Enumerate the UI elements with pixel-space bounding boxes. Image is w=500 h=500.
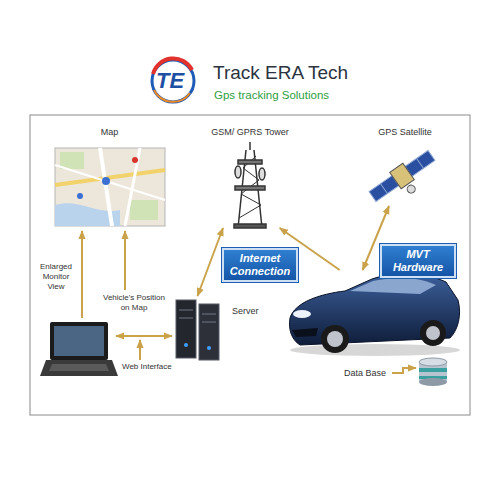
- map-marker: [77, 193, 83, 199]
- web-interface-arrow: [139, 340, 141, 360]
- map-marker: [102, 177, 110, 185]
- map-road: [55, 165, 165, 200]
- logo-letters: TE: [156, 68, 184, 94]
- server-slot: [179, 310, 193, 311]
- database-bottom: [419, 378, 447, 386]
- map-road: [100, 148, 112, 226]
- server-image: [176, 300, 219, 360]
- map-node: Map: [52, 126, 167, 228]
- car-grille: [292, 328, 318, 337]
- tower-platform: [235, 186, 265, 190]
- database-arrow: [392, 368, 416, 373]
- car-rim: [327, 331, 343, 347]
- car-rim: [426, 326, 440, 340]
- server-light: [207, 346, 211, 350]
- leader-arrows: [82, 231, 416, 373]
- node-heading: Map: [52, 126, 167, 138]
- frame: [30, 115, 470, 415]
- position-arrow: [124, 231, 126, 290]
- node-heading: GPS Satellite: [355, 126, 455, 138]
- laptop-base: [40, 360, 118, 376]
- logo-mark: [152, 58, 194, 102]
- laptop-screen-frame: [50, 322, 108, 360]
- tower-node: GSM/ GPRS Tower: [205, 126, 295, 228]
- server-light: [184, 343, 188, 347]
- node-label: Internet Connection: [228, 252, 292, 278]
- label-box: MVT Hardware: [380, 244, 456, 278]
- node-label: Data Base: [344, 368, 386, 378]
- laptop-image: [40, 322, 118, 376]
- vehicle-node: MVT Hardware: [283, 270, 460, 346]
- server-slot: [202, 322, 216, 323]
- map-image: [55, 148, 165, 226]
- car-image: [289, 274, 460, 356]
- panel-grid: [381, 184, 388, 194]
- laptop-server-arrow: [116, 335, 172, 337]
- arrow-label: Vehicle's Position on Map: [98, 293, 170, 313]
- satellite-dish: [406, 184, 417, 195]
- tower-dish: [259, 168, 265, 180]
- tower-base: [234, 224, 266, 228]
- satellite-node: GPS Satellite: [355, 126, 455, 206]
- connection-box: Internet Connection: [222, 248, 298, 282]
- tower-dish: [235, 166, 241, 178]
- connector-arrow: [198, 228, 224, 296]
- arrow-label: Enlarged Monitor View: [34, 262, 78, 292]
- tower-image: [234, 142, 266, 228]
- server-node: Server: [172, 296, 257, 362]
- database-node: Data Base: [340, 358, 455, 388]
- map-park: [130, 200, 158, 220]
- server-rack: [176, 300, 196, 358]
- database-band: [419, 368, 447, 372]
- brand-tagline: Gps tracking Solutions: [214, 88, 329, 102]
- database-top: [419, 358, 447, 366]
- server-slot: [179, 318, 193, 319]
- satellite-image: [367, 147, 443, 213]
- car-wheel: [420, 320, 446, 346]
- brand-title: Track ERA Tech: [213, 62, 348, 84]
- map-park: [60, 152, 84, 169]
- server-slot: [202, 314, 216, 315]
- tower-mast: [249, 142, 251, 150]
- car-headlight: [293, 310, 311, 318]
- monitor-arrow: [81, 231, 83, 318]
- car-window: [350, 278, 436, 294]
- node-label: Server: [232, 306, 259, 316]
- map-marker: [132, 157, 138, 163]
- node-label: MVT Hardware: [386, 248, 450, 274]
- database-icon: [419, 358, 447, 386]
- node-heading: GSM/ GPRS Tower: [205, 126, 295, 138]
- map-ground: [55, 148, 165, 226]
- car-body: [289, 274, 459, 345]
- arrow-label: Web Interface: [122, 362, 172, 372]
- laptop-keyboard: [49, 364, 109, 371]
- panel-grid: [417, 158, 424, 168]
- tower-platform: [238, 160, 262, 164]
- laptop-screen: [54, 326, 104, 356]
- server-rack: [199, 304, 219, 360]
- car-wheel: [321, 325, 349, 353]
